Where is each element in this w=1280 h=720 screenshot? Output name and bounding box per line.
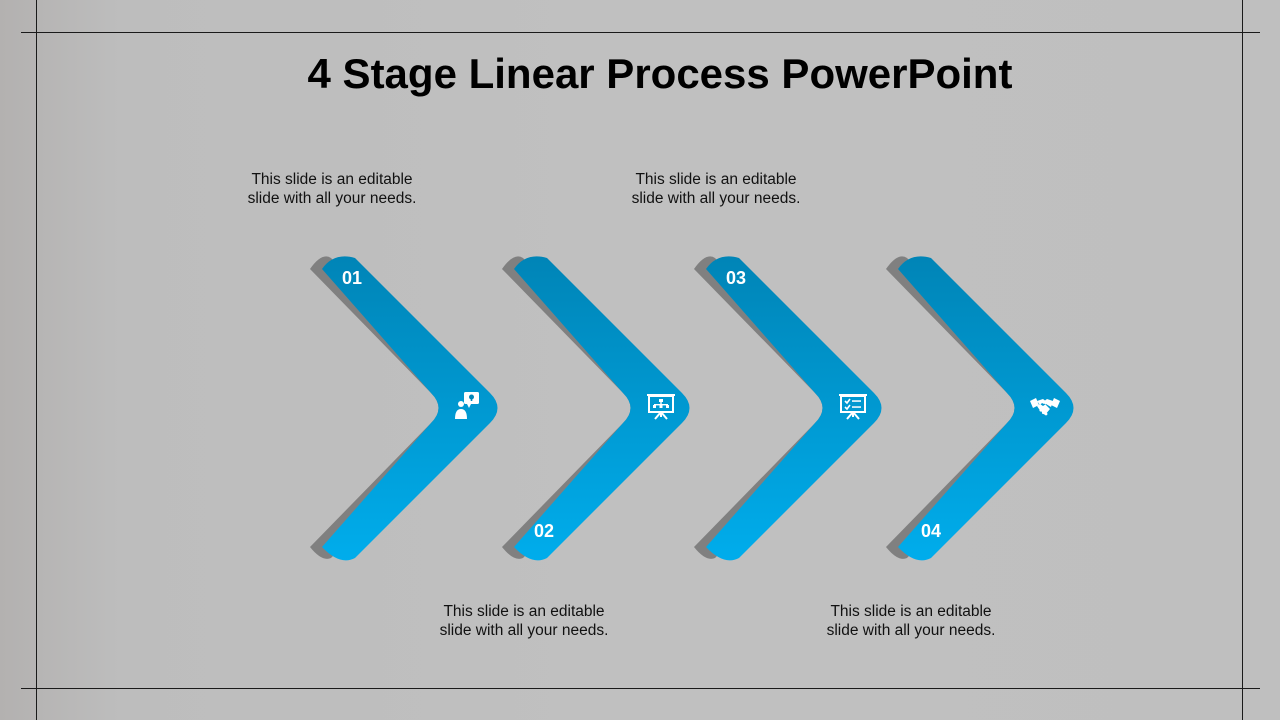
stage-2-number: 02 xyxy=(534,521,554,541)
slide-title: 4 Stage Linear Process PowerPoint xyxy=(307,50,1013,97)
presentation-checklist-icon xyxy=(839,394,867,420)
stage-1-caption: This slide is an editable slide with all… xyxy=(222,170,442,208)
handshake-icon xyxy=(1030,398,1060,416)
stage-1: 01 xyxy=(310,256,498,561)
stage-4-number: 04 xyxy=(921,521,941,541)
stage-2-caption-line2: slide with all your needs. xyxy=(439,622,609,639)
stage-2: 02 xyxy=(502,256,690,561)
stage-1-number: 01 xyxy=(342,268,362,288)
stage-3-caption: This slide is an editable slide with all… xyxy=(606,170,826,208)
bottom-guide-line xyxy=(21,688,1260,689)
stage-3-caption-line2: slide with all your needs. xyxy=(631,190,801,207)
stage-3-number: 03 xyxy=(726,268,746,288)
stage-2-caption: This slide is an editable slide with all… xyxy=(414,602,634,640)
stage-3-caption-line1: This slide is an editable xyxy=(635,171,797,188)
person-idea-icon xyxy=(455,392,479,419)
stage-3: 03 xyxy=(694,256,882,561)
stage-2-arrow xyxy=(514,256,690,561)
stage-4-caption-line2: slide with all your needs. xyxy=(826,622,996,639)
stage-1-caption-line2: slide with all your needs. xyxy=(247,190,417,207)
presentation-hierarchy-icon xyxy=(647,394,675,420)
top-guide-line xyxy=(21,32,1260,33)
left-guide-line xyxy=(36,0,37,720)
stage-4: 04 xyxy=(886,256,1074,561)
stage-1-caption-line1: This slide is an editable xyxy=(251,171,413,188)
stage-4-arrow xyxy=(898,256,1074,561)
stage-4-caption-line1: This slide is an editable xyxy=(830,603,992,620)
stage-2-caption-line1: This slide is an editable xyxy=(443,603,605,620)
stage-4-caption: This slide is an editable slide with all… xyxy=(801,602,1021,640)
stage-1-arrow xyxy=(322,256,498,561)
right-guide-line xyxy=(1242,0,1243,720)
